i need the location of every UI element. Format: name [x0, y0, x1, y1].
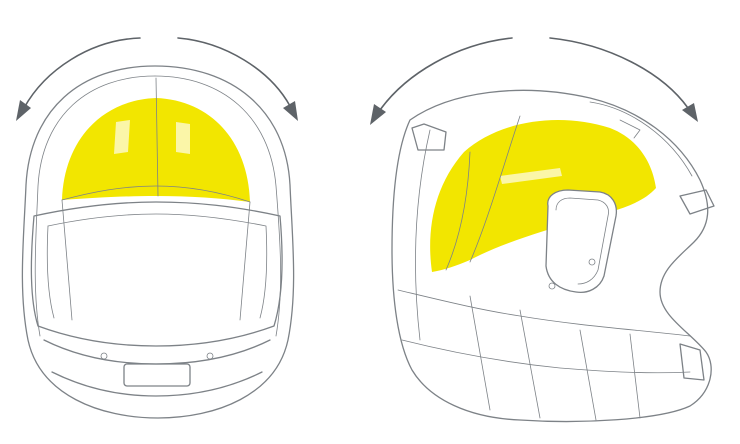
arrowhead-right-icon: [283, 101, 298, 121]
side-top-vent: [411, 123, 447, 151]
helmet-side-view-icon: [370, 37, 715, 423]
arrowhead-left-icon: [16, 100, 31, 121]
side-vent-channel: [500, 168, 562, 184]
front-vent-channel-left: [114, 120, 130, 154]
front-crown-padding: [62, 98, 250, 202]
rotation-arrow-left: [23, 37, 141, 109]
arrowhead-right-icon: [682, 103, 698, 122]
rotation-arrow-right: [549, 37, 689, 109]
front-vent-channel-right: [176, 122, 190, 154]
side-crown-padding: [430, 120, 656, 272]
front-visor: [30, 201, 283, 347]
rotation-arrow-right: [177, 37, 291, 107]
helmet-front-view-icon: [16, 37, 298, 419]
arrowhead-left-icon: [370, 104, 386, 125]
side-chin-vent: [679, 343, 705, 381]
side-rear-spoiler: [679, 189, 715, 215]
front-chin-vent: [123, 363, 191, 387]
rotation-arrow-left: [379, 37, 513, 111]
